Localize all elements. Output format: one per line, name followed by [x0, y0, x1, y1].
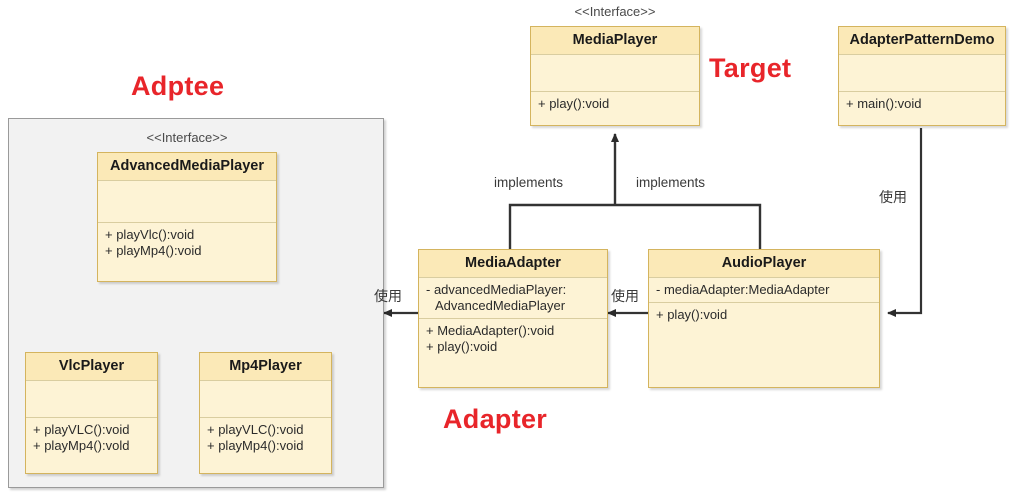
class-attributes-mediaadapter: - advancedMediaPlayer: AdvancedMediaPlay… [419, 278, 607, 319]
class-title-vlcplayer: VlcPlayer [26, 353, 157, 381]
class-box-mediaplayer[interactable]: MediaPlayer + play():void [530, 26, 700, 126]
edge-audioplayer-implements-mediaplayer [615, 203, 762, 249]
class-box-vlcplayer[interactable]: VlcPlayer + playVLC():void + playMp4():v… [25, 352, 158, 474]
class-methods-adapterpatterndemo: + main():void [839, 92, 1005, 125]
audio-player-implements-label: implements [636, 175, 706, 190]
class-title-mediaplayer: MediaPlayer [531, 27, 699, 55]
class-title-mp4player: Mp4Player [200, 353, 331, 381]
class-title-audioplayer: AudioPlayer [649, 250, 879, 278]
media-adapter-uses-adaptee-label: 使用 [374, 289, 402, 305]
method-line: + play():void [656, 307, 728, 322]
class-box-adapterpatterndemo[interactable]: AdapterPatternDemo + main():void [838, 26, 1006, 126]
method-line: + MediaAdapter():void [426, 323, 555, 338]
method-line: + play():void [426, 339, 498, 354]
method-line: + play():void [538, 96, 610, 111]
class-title-mediaadapter: MediaAdapter [419, 250, 607, 278]
class-methods-vlcplayer: + playVLC():void + playMp4():vold [26, 418, 157, 473]
demo-uses-audio-player-label: 使用 [879, 190, 907, 206]
class-box-mp4player[interactable]: Mp4Player + playVLC():void + playMp4():v… [199, 352, 332, 474]
method-line: + playVlc():void [105, 227, 195, 242]
method-line: + playMp4():void [207, 438, 304, 453]
class-attributes-adapterpatterndemo [839, 55, 1005, 92]
method-line: + playVLC():void [207, 422, 304, 437]
advancedmediaplayer-stereotype: <<Interface>> [146, 130, 228, 145]
attribute-line: - mediaAdapter:MediaAdapter [656, 282, 830, 297]
attribute-line: - advancedMediaPlayer: [426, 282, 567, 297]
class-methods-mediaplayer: + play():void [531, 92, 699, 125]
media-adapter-implements-label: implements [494, 175, 564, 190]
class-attributes-vlcplayer [26, 381, 157, 418]
mediaplayer-stereotype: <<Interface>> [574, 4, 656, 19]
method-line: + playMp4():vold [33, 438, 130, 453]
class-methods-mediaadapter: + MediaAdapter():void + play():void [419, 319, 607, 387]
class-title-advancedmediaplayer: AdvancedMediaPlayer [98, 153, 276, 181]
method-line: + playMp4():void [105, 243, 202, 258]
edge-mediaadapter-implements-mediaplayer [508, 203, 615, 249]
class-attributes-mp4player [200, 381, 331, 418]
class-attributes-mediaplayer [531, 55, 699, 92]
class-box-advancedmediaplayer[interactable]: AdvancedMediaPlayer + playVlc():void + p… [97, 152, 277, 282]
method-line: + playVLC():void [33, 422, 130, 437]
audio-player-uses-adapter-label: 使用 [611, 289, 639, 305]
class-attributes-advancedmediaplayer [98, 181, 276, 223]
class-title-adapterpatterndemo: AdapterPatternDemo [839, 27, 1005, 55]
class-attributes-audioplayer: - mediaAdapter:MediaAdapter [649, 278, 879, 303]
edge-demo-uses-audioplayer [887, 128, 923, 317]
class-methods-audioplayer: + play():void [649, 303, 879, 387]
class-methods-mp4player: + playVLC():void + playMp4():void [200, 418, 331, 473]
adapter-section-label: Adapter [443, 404, 548, 434]
class-box-mediaadapter[interactable]: MediaAdapter - advancedMediaPlayer: Adva… [418, 249, 608, 388]
class-methods-advancedmediaplayer: + playVlc():void + playMp4():void [98, 223, 276, 281]
method-line: + main():void [846, 96, 922, 111]
attribute-line: AdvancedMediaPlayer [435, 298, 566, 313]
adaptee-section-label: Adptee [131, 71, 225, 101]
class-box-audioplayer[interactable]: AudioPlayer - mediaAdapter:MediaAdapter … [648, 249, 880, 388]
target-section-label: Target [709, 53, 792, 83]
